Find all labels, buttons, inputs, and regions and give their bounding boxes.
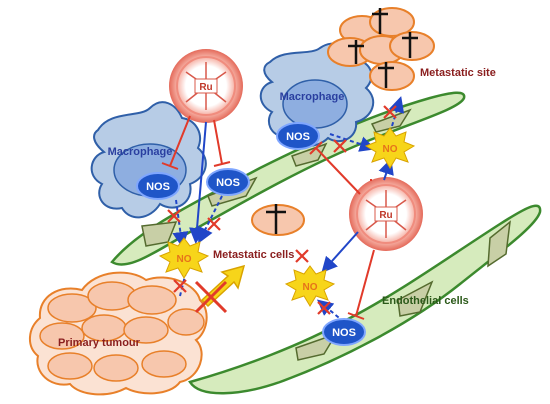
blocked-migration-arrow bbox=[194, 264, 246, 314]
no-burst-left: NO bbox=[158, 237, 210, 279]
nos-bottom: NOS bbox=[322, 318, 366, 346]
no-burst-top: NO bbox=[364, 127, 416, 169]
block-x-4 bbox=[333, 139, 347, 153]
block-x-5 bbox=[383, 105, 397, 119]
metastatic-site-label: Metastatic site bbox=[420, 67, 496, 79]
nos-bottom-label: NOS bbox=[332, 327, 356, 339]
no-bottom-label: NO bbox=[303, 282, 318, 293]
block-x-1 bbox=[167, 209, 181, 223]
macrophage-right: Macrophage bbox=[259, 42, 375, 147]
ru-complex-right: Ru bbox=[349, 177, 423, 251]
metastatic-site-cluster: Metastatic site bbox=[327, 7, 496, 91]
inhibition-arrows bbox=[161, 115, 375, 320]
nos-left: NOS bbox=[136, 172, 180, 200]
nos-center-label: NOS bbox=[216, 177, 240, 189]
block-x-7 bbox=[317, 301, 331, 315]
ru-top-label: Ru bbox=[199, 82, 212, 93]
primary-tumour-label: Primary tumour bbox=[58, 337, 141, 349]
endothelial-cells-label: Endothelial cells bbox=[382, 295, 469, 307]
block-x-2 bbox=[207, 217, 221, 231]
no-burst-bottom: NO bbox=[284, 265, 336, 307]
ru-complex-top: Ru bbox=[169, 49, 243, 123]
activation-arrows bbox=[172, 96, 405, 323]
ru-right-label: Ru bbox=[379, 210, 392, 221]
primary-tumour-cluster: Primary tumour bbox=[29, 271, 208, 396]
no-top-label: NO bbox=[383, 144, 398, 155]
block-x-3 bbox=[173, 279, 187, 293]
metastatic-cell-middle: Metastatic cells bbox=[213, 204, 305, 261]
nos-right: NOS bbox=[276, 122, 320, 150]
macrophage-right-label: Macrophage bbox=[280, 91, 345, 103]
no-left-label: NO bbox=[177, 254, 192, 265]
nos-right-label: NOS bbox=[286, 131, 310, 143]
nos-center: NOS bbox=[206, 168, 250, 196]
block-x-6 bbox=[295, 249, 309, 263]
nos-left-label: NOS bbox=[146, 181, 170, 193]
metastatic-cells-label: Metastatic cells bbox=[213, 249, 294, 261]
block-marks bbox=[167, 105, 397, 315]
macrophage-left-label: Macrophage bbox=[108, 146, 173, 158]
